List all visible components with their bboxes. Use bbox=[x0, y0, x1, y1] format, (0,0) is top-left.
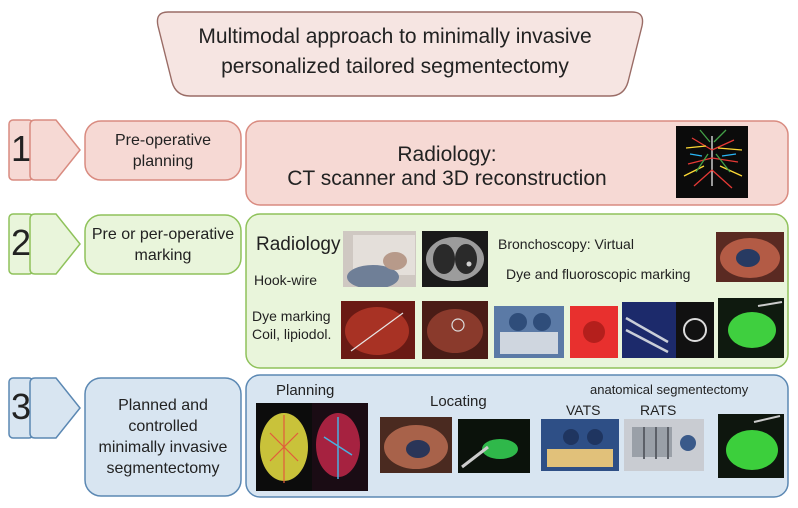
row2-number: 2 bbox=[10, 222, 32, 263]
fluoroscopic-marking-image bbox=[716, 232, 784, 282]
row3-anatomical: anatomical segmentectomy bbox=[590, 382, 749, 397]
fluorescence-marking-image bbox=[718, 298, 784, 358]
ct-scan-image bbox=[422, 231, 488, 287]
locating-image-endoscopic bbox=[380, 417, 452, 473]
row2-label: Pre or per-operative marking bbox=[91, 225, 235, 264]
rats-procedure-image bbox=[624, 419, 704, 471]
row3-planning: Planning bbox=[276, 382, 335, 399]
row1-label-box bbox=[84, 120, 242, 181]
row2-radiology-heading: Radiology bbox=[256, 234, 341, 255]
title-box bbox=[156, 11, 644, 97]
3d-reconstruction-image bbox=[676, 126, 748, 198]
title-line-2: personalized tailored segmentectomy bbox=[221, 55, 569, 78]
row2-dye-marking: Dye marking bbox=[252, 308, 331, 324]
row3-label: Planned and controlled minimally invasiv… bbox=[98, 397, 228, 477]
bronchoscopy-procedure-image bbox=[494, 306, 564, 358]
row2-dye-fluoro: Dye and fluoroscopic marking bbox=[506, 266, 691, 282]
row1-radiology-heading: Radiology: bbox=[397, 143, 497, 166]
row3-arrow bbox=[29, 377, 81, 439]
row3-locating: Locating bbox=[430, 393, 487, 410]
coil-marking-image bbox=[422, 301, 488, 359]
row1-arrow bbox=[29, 119, 81, 181]
row2-arrow bbox=[29, 213, 81, 275]
hook-wire-procedure-image bbox=[343, 231, 416, 287]
vats-procedure-image bbox=[541, 419, 619, 471]
diagram-title: Multimodal approach to minimally invasiv… bbox=[150, 22, 640, 82]
row3-label-box bbox=[84, 377, 242, 497]
row1-number: 1 bbox=[10, 128, 32, 169]
row1-content-box bbox=[245, 120, 789, 206]
row3-rats: RATS bbox=[640, 402, 677, 418]
locating-image-fluorescence bbox=[458, 419, 530, 473]
bronchoscope-probe-image bbox=[622, 302, 714, 358]
row1-ct-text: CT scanner and 3D reconstruction bbox=[287, 167, 607, 190]
dye-marking-image bbox=[341, 301, 415, 359]
row1-label: Pre-operative planning bbox=[114, 131, 212, 170]
row2-label-box bbox=[84, 214, 242, 275]
segmentectomy-fluorescence-image bbox=[718, 414, 784, 478]
row3-vats: VATS bbox=[566, 402, 601, 418]
row2-bronchoscopy: Bronchoscopy: Virtual bbox=[498, 236, 634, 252]
row3-number: 3 bbox=[10, 386, 32, 427]
3d-planning-image bbox=[256, 403, 368, 491]
virtual-bronchoscopy-image bbox=[570, 306, 618, 358]
row2-coil: Coil, lipiodol. bbox=[252, 326, 332, 342]
row2-hook-wire: Hook-wire bbox=[254, 272, 318, 288]
title-line-1: Multimodal approach to minimally invasiv… bbox=[198, 25, 592, 48]
